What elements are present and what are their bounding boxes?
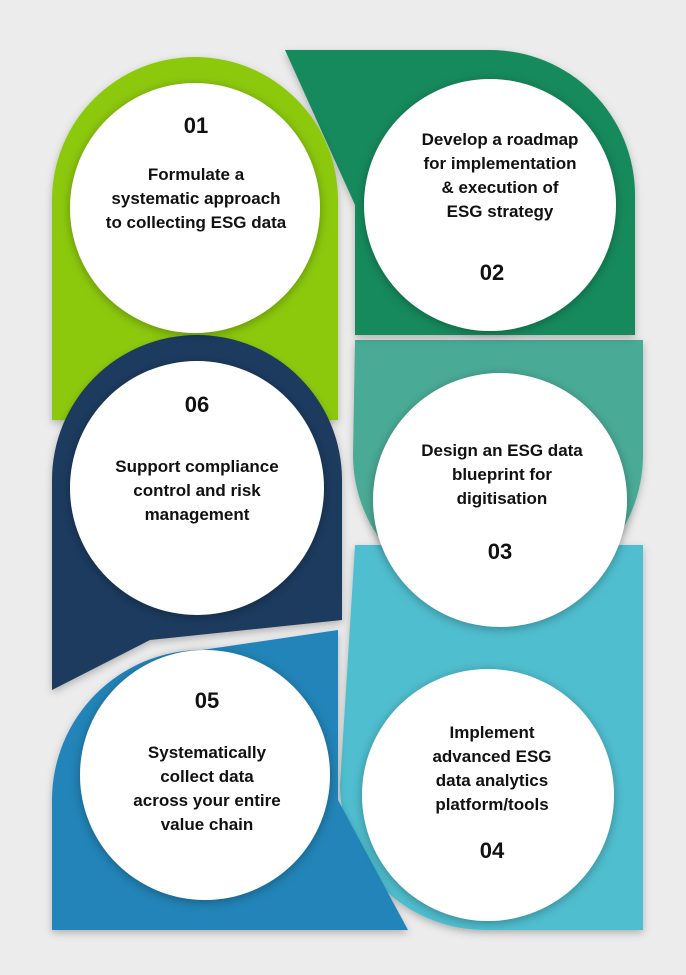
step-01: 01 Formulate a systematic approach to co… bbox=[106, 113, 287, 232]
step-05-line: collect data bbox=[160, 767, 254, 786]
step-05-line: across your entire bbox=[133, 791, 280, 810]
step-04-number: 04 bbox=[480, 838, 505, 863]
step-02-circle bbox=[364, 79, 616, 331]
step-06-circle bbox=[70, 361, 324, 615]
step-02-line: ESG strategy bbox=[447, 202, 554, 221]
step-06: 06 Support compliance control and risk m… bbox=[115, 392, 278, 524]
step-04-circle bbox=[362, 669, 614, 921]
step-02-line: Develop a roadmap bbox=[422, 130, 579, 149]
step-04-line: Implement bbox=[449, 723, 534, 742]
step-02-line: for implementation bbox=[423, 154, 576, 173]
step-02-number: 02 bbox=[480, 260, 504, 285]
step-01-line: systematic approach bbox=[111, 189, 280, 208]
step-05: 05 Systematically collect data across yo… bbox=[133, 688, 280, 834]
step-04: Implement advanced ESG data analytics pl… bbox=[432, 723, 551, 863]
step-03-line: digitisation bbox=[457, 489, 548, 508]
step-05-circle bbox=[80, 650, 330, 900]
step-03-circle bbox=[373, 373, 627, 627]
step-01-number: 01 bbox=[184, 113, 208, 138]
step-04-line: advanced ESG bbox=[432, 747, 551, 766]
step-05-line: value chain bbox=[161, 815, 254, 834]
step-03-line: blueprint for bbox=[452, 465, 552, 484]
step-01-line: to collecting ESG data bbox=[106, 213, 287, 232]
step-03-line: Design an ESG data bbox=[421, 441, 583, 460]
step-06-number: 06 bbox=[185, 392, 209, 417]
step-03-number: 03 bbox=[488, 539, 512, 564]
step-02-line: & execution of bbox=[441, 178, 558, 197]
step-06-line: control and risk bbox=[133, 481, 261, 500]
step-05-number: 05 bbox=[195, 688, 219, 713]
step-02: Develop a roadmap for implementation & e… bbox=[422, 130, 579, 285]
step-03: Design an ESG data blueprint for digitis… bbox=[421, 441, 583, 564]
step-06-line: Support compliance bbox=[115, 457, 278, 476]
step-06-line: management bbox=[145, 505, 250, 524]
step-01-circle bbox=[70, 83, 320, 333]
step-05-line: Systematically bbox=[148, 743, 267, 762]
step-04-line: platform/tools bbox=[435, 795, 548, 814]
step-01-line: Formulate a bbox=[148, 165, 245, 184]
step-04-line: data analytics bbox=[436, 771, 548, 790]
